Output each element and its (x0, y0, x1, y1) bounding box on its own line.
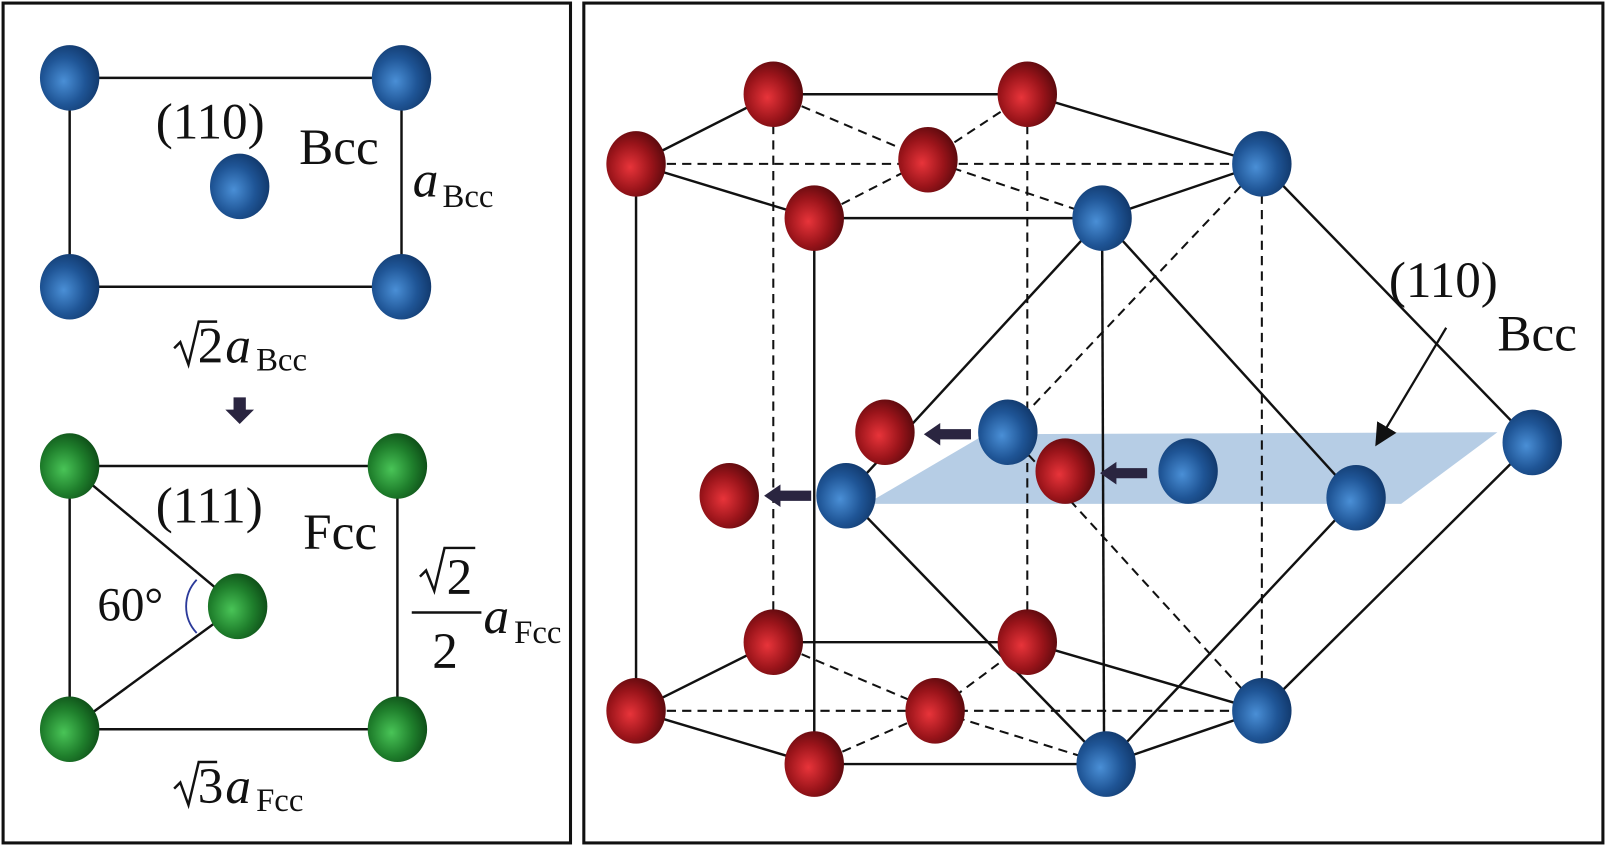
bcc-cell-lines (845, 163, 1534, 765)
bcc-height-sub: Bcc (442, 179, 493, 215)
bcc-height-label: a (413, 152, 439, 209)
hcp-atom (784, 731, 844, 797)
hcp-atom (997, 609, 1058, 675)
sqrt-symbol (173, 320, 218, 369)
left-panel-border (1, 1, 573, 845)
right-panel-border (582, 1, 1605, 845)
bcc-plane-label: (110) (156, 93, 265, 150)
fcc-height-sub: Fcc (514, 615, 561, 651)
angle-arc (185, 579, 198, 634)
bcc-width-a: a (225, 318, 251, 375)
bcc-atom (1158, 438, 1218, 504)
hcp-atom (743, 609, 803, 675)
down-arrow-icon (225, 397, 255, 425)
fcc-plane-sub: Fcc (303, 504, 377, 561)
hcp-atom (606, 131, 666, 197)
bcc-atom (1232, 678, 1292, 744)
bcc-atom (1326, 464, 1386, 531)
bcc-atom (209, 153, 270, 220)
fcc-atom (39, 696, 100, 763)
bcc-atom (1502, 409, 1562, 476)
fcc-width-root: 3 (198, 758, 224, 815)
hcp-atom (898, 127, 958, 193)
fcc-height-den: 2 (432, 623, 458, 680)
hcp-atom (855, 399, 915, 465)
fcc-atom (367, 433, 428, 499)
bcc-width-sub: Bcc (256, 343, 307, 379)
hcp-atom (1035, 438, 1095, 504)
fcc-width-a: a (225, 758, 251, 815)
fcc-width-sub: Fcc (256, 783, 303, 819)
plane-sub: Bcc (1497, 305, 1577, 362)
hcp-atom (905, 678, 965, 744)
sqrt-symbol (173, 760, 218, 810)
bcc-atom (1232, 131, 1292, 197)
hcp-atom (997, 61, 1058, 128)
fcc-111-plane: (111) Fcc 60° 2 2 a Fcc 3 a Fcc (39, 433, 561, 819)
left-arrow-icon (923, 423, 971, 446)
right-panel: (110) Bcc (582, 1, 1605, 845)
bcc-atom (39, 45, 100, 111)
fcc-atom (207, 573, 268, 640)
hcp-atom (784, 185, 844, 251)
sqrt-symbol (419, 546, 476, 596)
left-panel: (110) Bcc a Bcc 2 a Bcc (111) Fcc 60° 2 … (1, 1, 573, 845)
bcc-atom (371, 45, 432, 111)
fcc-atom (39, 433, 100, 499)
bcc-plane-sub: Bcc (299, 119, 379, 176)
fcc-height-num: 2 (447, 549, 473, 606)
bcc-atom (39, 254, 100, 320)
angle-label: 60° (97, 580, 163, 632)
fcc-height-a: a (483, 588, 509, 645)
fcc-plane-label: (111) (156, 477, 263, 534)
bcc-atom (816, 462, 876, 529)
left-arrow-icon (764, 484, 812, 507)
plane-label: (110) (1389, 252, 1498, 309)
hcp-atom (699, 462, 759, 529)
plane-pointer-arrow (1375, 327, 1448, 447)
bcc-110-plane: (110) Bcc a Bcc 2 a Bcc (39, 45, 493, 379)
shift-arrows (764, 423, 1148, 507)
hcp-atom (743, 61, 803, 128)
bcc-width-root: 2 (198, 318, 224, 375)
bcc-atom (1076, 731, 1136, 797)
bcc-atom (1072, 185, 1132, 251)
bcc-atom (978, 399, 1038, 465)
fcc-atom (367, 696, 428, 763)
bcc-atom (371, 254, 432, 320)
hcp-atom (606, 678, 666, 744)
left-arrow-icon (1100, 461, 1148, 485)
